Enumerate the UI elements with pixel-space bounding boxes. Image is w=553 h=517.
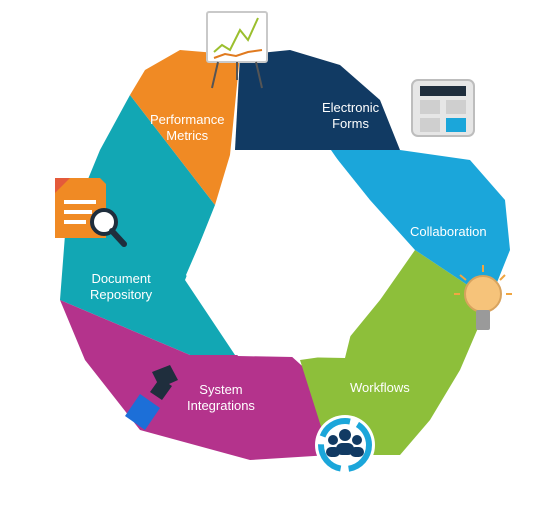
segment-workflows (300, 250, 490, 455)
label-workflows-line1: Workflows (350, 380, 410, 395)
plug-icon (125, 365, 178, 430)
label-document-repository: Document Repository (90, 271, 152, 303)
segment-collaboration (330, 150, 510, 300)
calculator-icon (411, 79, 475, 137)
label-document-repository-line2: Repository (90, 287, 153, 302)
label-collaboration-line1: Collaboration (410, 224, 487, 239)
hexagon-center-hole (186, 150, 379, 358)
label-performance-metrics: Performance Metrics (150, 112, 224, 144)
light-bulb-icon (454, 265, 512, 330)
document-search-icon (55, 178, 127, 247)
segment-document-repository (60, 95, 235, 355)
segment-electronic-forms (235, 50, 400, 150)
label-system-integrations-line2: Integrations (187, 398, 255, 413)
label-electronic-forms: Electronic Forms (322, 100, 379, 132)
segment-performance-metrics (130, 50, 240, 205)
label-document-repository-line1: Document (91, 271, 151, 286)
label-system-integrations: System Integrations (187, 382, 255, 414)
label-workflows: Workflows (350, 380, 410, 396)
label-electronic-forms-line1: Electronic (322, 100, 380, 115)
team-cycle-icon (315, 415, 375, 475)
label-electronic-forms-line2: Forms (332, 116, 369, 131)
label-collaboration: Collaboration (410, 224, 487, 240)
label-system-integrations-line1: System (199, 382, 243, 397)
label-performance-metrics-line2: Metrics (166, 128, 209, 143)
label-performance-metrics-line1: Performance (150, 112, 225, 127)
chart-easel-icon (206, 11, 268, 89)
segment-system-integrations (60, 300, 340, 460)
